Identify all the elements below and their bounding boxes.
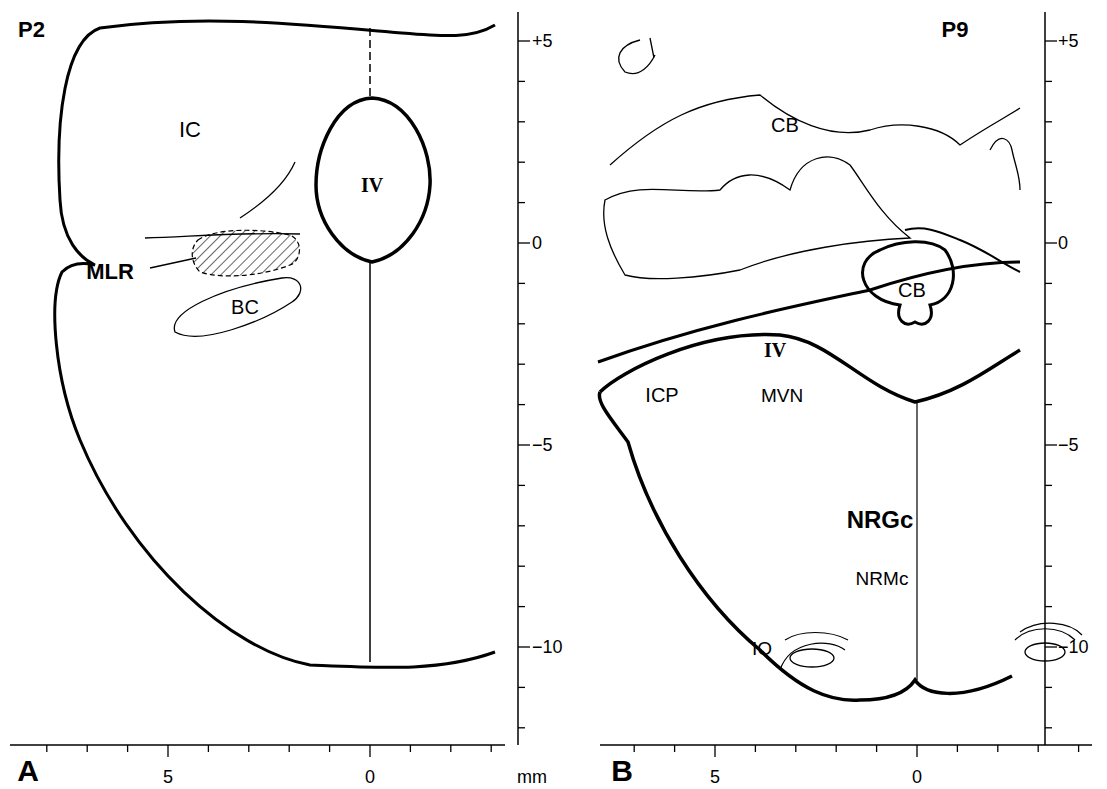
region-label: NRMc <box>856 569 909 588</box>
ruler-tick <box>450 745 451 752</box>
ventricle-label: IV <box>361 175 383 195</box>
ruler-tick <box>289 745 290 752</box>
ruler-tick <box>634 745 635 752</box>
region-label: MLR <box>86 261 134 283</box>
ruler-tick <box>518 202 525 203</box>
ruler-tick <box>836 745 837 752</box>
ruler-tick <box>46 745 47 752</box>
ruler-tick <box>1045 444 1057 445</box>
ruler-tick <box>997 745 998 752</box>
axis-number: 0 <box>365 768 375 786</box>
ruler-tick <box>518 646 530 647</box>
scale-rulers <box>10 12 1092 757</box>
region-label: IO <box>752 639 772 658</box>
ruler-tick <box>876 745 877 752</box>
region-label: NRGc <box>847 508 914 532</box>
ruler-tick <box>87 745 88 752</box>
ruler-tick <box>518 242 530 243</box>
ruler-tick <box>518 606 525 607</box>
ruler-tick <box>518 162 525 163</box>
ruler-tick <box>1045 606 1052 607</box>
ruler-tick <box>795 745 796 752</box>
region-label: ICP <box>645 385 678 405</box>
axis-number: −10 <box>1058 638 1089 656</box>
ruler-line <box>10 744 505 746</box>
panel-letter: A <box>17 756 39 786</box>
axis-number: +5 <box>532 32 553 50</box>
region-label: CB <box>771 115 799 135</box>
ruler-tick <box>714 745 715 757</box>
ruler-tick <box>1045 323 1052 324</box>
ruler-tick <box>518 404 525 405</box>
ruler-tick <box>518 81 525 82</box>
axis-number: 5 <box>710 768 720 786</box>
axis-number: −5 <box>532 436 553 454</box>
region-label: CB <box>898 280 926 300</box>
ventricle-label: IV <box>764 340 786 360</box>
ruler-tick <box>518 525 525 526</box>
ruler-tick <box>208 745 209 752</box>
ruler-tick <box>1045 485 1052 486</box>
ruler-tick <box>1045 364 1052 365</box>
ruler-tick <box>1045 646 1057 647</box>
ruler-tick <box>518 727 525 728</box>
ruler-tick <box>518 323 525 324</box>
ruler-tick <box>957 745 958 752</box>
ruler-tick <box>1045 404 1052 405</box>
axis-number: +5 <box>1058 32 1079 50</box>
axis-number: 0 <box>912 768 922 786</box>
ruler-tick <box>518 364 525 365</box>
ruler-tick <box>410 745 411 752</box>
axis-number: −5 <box>1058 436 1079 454</box>
ruler-tick <box>1045 202 1052 203</box>
ruler-tick <box>491 745 492 752</box>
ruler-tick <box>369 745 370 757</box>
ruler-tick <box>518 485 525 486</box>
ruler-tick <box>1045 525 1052 526</box>
ruler-tick <box>755 745 756 752</box>
axis-unit: mm <box>517 768 547 786</box>
ruler-tick <box>518 40 530 41</box>
section-level: P9 <box>942 19 969 41</box>
axis-number: 0 <box>1058 234 1068 252</box>
ruler-line <box>600 744 1092 746</box>
section-a <box>55 21 495 667</box>
ruler-tick <box>518 566 525 567</box>
ruler-tick <box>127 745 128 752</box>
ruler-tick <box>674 745 675 752</box>
region-label: MVN <box>761 386 803 405</box>
section-b <box>598 38 1082 700</box>
ruler-tick <box>518 444 530 445</box>
ruler-tick <box>518 121 525 122</box>
ruler-tick <box>1045 162 1052 163</box>
ruler-tick <box>1045 566 1052 567</box>
panel-letter: B <box>611 756 633 786</box>
ruler-tick <box>1045 81 1052 82</box>
ruler-tick <box>1038 745 1039 752</box>
ruler-tick <box>1045 283 1052 284</box>
ruler-tick <box>518 283 525 284</box>
region-label: BC <box>231 297 259 317</box>
ruler-tick <box>1078 745 1079 752</box>
ruler-tick <box>167 745 168 757</box>
region-label: IC <box>179 119 201 141</box>
ruler-tick <box>329 745 330 752</box>
axis-number: −10 <box>532 638 563 656</box>
ruler-tick <box>1045 727 1052 728</box>
axis-number: 0 <box>532 234 542 252</box>
axis-number: 5 <box>163 768 173 786</box>
ruler-tick <box>1045 242 1057 243</box>
ruler-tick <box>1045 40 1057 41</box>
ruler-tick <box>248 745 249 752</box>
ruler-tick <box>1045 687 1052 688</box>
ruler-tick <box>916 745 917 757</box>
ruler-tick <box>1045 121 1052 122</box>
section-level: P2 <box>18 19 45 41</box>
ruler-tick <box>518 687 525 688</box>
